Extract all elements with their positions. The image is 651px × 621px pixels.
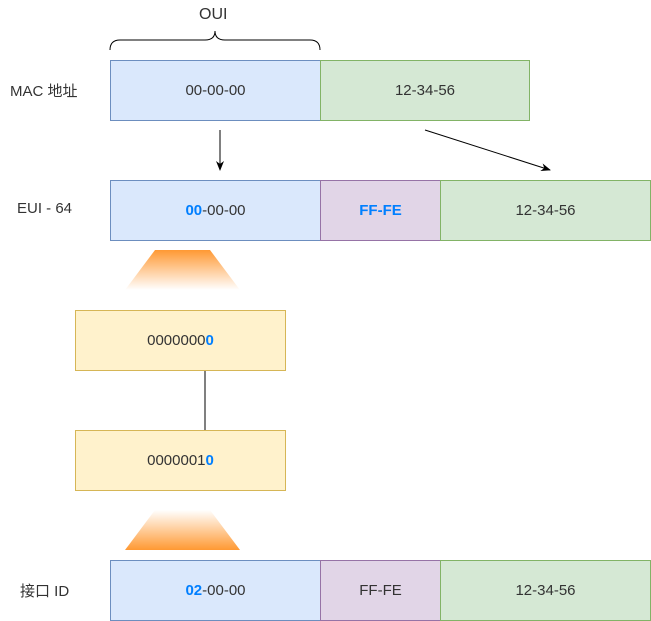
iface-oui-rest: -00-00 [202,582,246,599]
mac-oui-text: 00-00-00 [185,82,246,99]
bits-after-text: 00000010 [147,452,214,469]
bits-before-highlight: 0 [205,332,214,349]
eui-oui-cell: 00-00-00 [110,180,321,241]
iface-oui-cell: 02-00-00 [110,560,321,621]
collapse-shape [125,510,240,550]
mac-nic-cell: 12-34-56 [320,60,530,121]
iface-insert-text: FF-FE [359,582,402,599]
oui-brace-label: OUI [199,6,228,23]
mac-nic-text: 12-34-56 [394,82,456,99]
oui-brace [109,30,321,51]
bits-after-prefix: 0000001 [147,452,206,469]
eui-oui-highlight: 00 [185,202,203,219]
arrow-nic-shift [424,129,551,172]
iface-insert-cell: FF-FE [320,560,441,621]
iface-oui-highlight: 02 [185,582,203,599]
eui-nic-cell: 12-34-56 [440,180,651,241]
row-label-eui: EUI - 64 [17,200,73,217]
bits-before-prefix: 0000000 [147,332,206,349]
eui-insert-text: FF-FE [359,202,402,219]
row-label-mac: MAC 地址 [10,83,78,100]
expand-shape [125,250,240,290]
iface-nic-cell: 12-34-56 [440,560,651,621]
bits-after-cell: 00000010 [75,430,286,491]
mac-oui-cell: 00-00-00 [110,60,321,121]
iface-nic-text: 12-34-56 [515,582,576,599]
eui-oui-rest: -00-00 [202,202,246,219]
eui-insert-cell: FF-FE [320,180,441,241]
eui-nic-text: 12-34-56 [515,202,576,219]
row-label-iface: 接口 ID [20,583,70,600]
bits-after-highlight: 0 [205,452,214,469]
